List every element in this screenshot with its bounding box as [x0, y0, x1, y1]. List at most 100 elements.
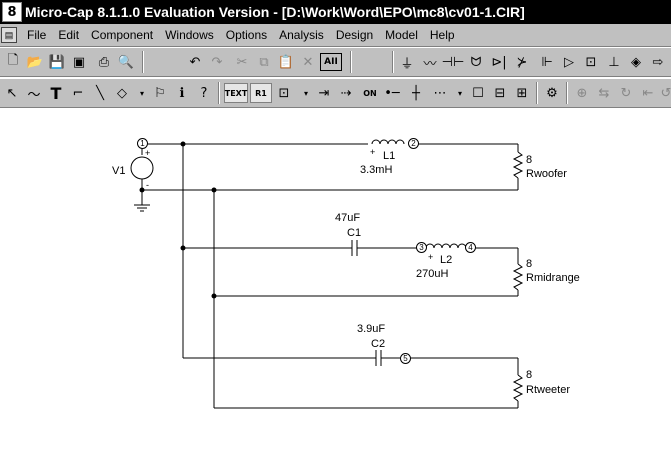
new-file-icon[interactable]: 🗋	[7, 53, 19, 68]
toolbar-separator	[218, 82, 220, 104]
step-forward-icon[interactable]: ↺	[660, 85, 671, 101]
inductor-icon[interactable]: ᗢ	[470, 54, 482, 70]
c2-name[interactable]: C2	[371, 338, 386, 350]
crosshair-icon[interactable]: ┼	[412, 85, 420, 101]
border-icon[interactable]: ☐	[472, 85, 484, 101]
menu-edit[interactable]: Edit	[58, 28, 80, 42]
capacitor-icon[interactable]: ⊣⊢	[441, 54, 465, 70]
l2-value[interactable]: 270uH	[416, 268, 449, 280]
save-all-icon[interactable]: ▣	[72, 54, 86, 70]
opamp-icon[interactable]: ▷	[564, 54, 574, 70]
line-icon[interactable]: ╲	[96, 85, 104, 101]
npn-transistor-icon[interactable]: ⊁	[516, 54, 528, 70]
bezier-wire-icon[interactable]: ⌐	[72, 85, 84, 101]
arrow-icon[interactable]: ⇨	[652, 54, 664, 70]
step-back-icon[interactable]: ⇤	[642, 85, 654, 101]
shapes-dropdown-icon[interactable]: ▾	[139, 88, 144, 98]
wire-mode-icon[interactable]: 〜	[27, 87, 41, 103]
menu-model[interactable]: Model	[385, 28, 418, 42]
rtweeter-value[interactable]: 8	[526, 369, 533, 381]
toolbar-separator	[566, 82, 568, 104]
text-button[interactable]: TEXT	[224, 83, 248, 103]
menu-analysis[interactable]: Analysis	[279, 28, 324, 42]
select-all-icon[interactable]: AII	[320, 53, 342, 71]
tee-icon[interactable]: ⊥	[608, 54, 620, 70]
source-icon[interactable]: ⊡	[585, 54, 597, 70]
toolbar-separator	[350, 51, 352, 73]
grid-icon[interactable]: ⇥	[318, 85, 330, 101]
rwoofer-value[interactable]: 8	[526, 154, 533, 166]
menu-file[interactable]: File	[27, 28, 47, 42]
text-mode-icon[interactable]: T	[50, 83, 62, 103]
toolbar-separator	[392, 51, 394, 73]
properties-icon[interactable]: ⚙	[546, 85, 558, 101]
c1-name[interactable]: C1	[347, 227, 362, 239]
help-mode-icon[interactable]: ?	[200, 85, 208, 101]
title-bar: 8 Micro-Cap 8.1.1.0 Evaluation Version -…	[0, 0, 671, 24]
rubberband-icon[interactable]: ⇢	[340, 85, 352, 101]
document-icon[interactable]: ▤	[1, 27, 17, 43]
save-icon[interactable]: 💾	[48, 54, 66, 70]
app-icon[interactable]: 8	[2, 2, 22, 22]
print-icon[interactable]: ⎙	[98, 54, 110, 70]
page-layout-icon[interactable]: ⊞	[516, 85, 528, 101]
l1-name[interactable]: L1	[383, 150, 396, 162]
pin-dropdown-icon[interactable]: ▾	[303, 88, 308, 98]
node-names-button[interactable]: R1	[250, 83, 272, 103]
toolbar-separator	[536, 82, 538, 104]
c1-value[interactable]: 47uF	[335, 212, 361, 224]
node-marker: 1	[137, 138, 148, 149]
toolbar-separator	[142, 51, 144, 73]
menu-help[interactable]: Help	[429, 28, 455, 42]
node-marker: 5	[400, 353, 411, 364]
main-toolbar: 🗋 📂 💾 ▣ ⎙ 🔍 ↶ ↷ ✂ ⧉ 📋 ✕ AII ⏚ 〰 ⊣⊢ ᗢ ⊳| …	[0, 47, 671, 77]
grid-dropdown-icon[interactable]: ▾	[457, 88, 462, 98]
pin-button[interactable]: ON	[363, 88, 377, 98]
window-title: Micro-Cap 8.1.1.0 Evaluation Version - […	[25, 4, 525, 20]
l1-value[interactable]: 3.3mH	[360, 164, 393, 176]
pin-connections-icon[interactable]: ⊡	[278, 85, 290, 101]
rmidrange-name[interactable]: Rmidrange	[526, 272, 580, 284]
redo-icon[interactable]: ↷	[211, 54, 223, 70]
v1-minus-sign: -	[146, 180, 149, 190]
copy-icon[interactable]: ⧉	[259, 54, 269, 70]
undo-icon[interactable]: ↶	[189, 54, 201, 70]
menu-design[interactable]: Design	[335, 28, 374, 42]
delete-icon[interactable]: ✕	[302, 54, 314, 70]
rtweeter-name[interactable]: Rtweeter	[526, 384, 571, 396]
menu-component[interactable]: Component	[91, 28, 154, 42]
rotate-icon[interactable]: ↻	[620, 85, 632, 101]
title-block-icon[interactable]: ⊟	[494, 85, 506, 101]
node-marker: 3	[416, 242, 427, 253]
shapes-icon[interactable]: ◇	[117, 85, 127, 101]
node-icon[interactable]: ◈	[631, 54, 641, 70]
c2-value[interactable]: 3.9uF	[357, 323, 386, 335]
schematic-wires	[130, 139, 524, 409]
dot-grid-icon[interactable]: ⋯	[433, 85, 447, 101]
node-numbers-icon[interactable]: •─	[384, 85, 400, 101]
flag-icon[interactable]: ⚐	[154, 85, 166, 101]
paste-icon[interactable]: 📋	[277, 54, 295, 70]
select-mode-icon[interactable]: ↖	[6, 85, 18, 101]
rwoofer-name[interactable]: Rwoofer	[526, 168, 567, 180]
ground-icon[interactable]: ⏚	[400, 56, 414, 72]
flip-icon[interactable]: ⊕	[576, 85, 588, 101]
mirror-icon[interactable]: ⇆	[598, 85, 610, 101]
rmidrange-value[interactable]: 8	[526, 258, 533, 270]
cut-icon[interactable]: ✂	[236, 54, 248, 70]
schematic-canvas[interactable]: 1 2 3 4 5 V1 + - + L1 3.3mH 8 Rwoofer 47…	[0, 109, 671, 470]
v1-name[interactable]: V1	[112, 165, 126, 177]
print-preview-icon[interactable]: 🔍	[117, 54, 135, 70]
menu-windows[interactable]: Windows	[165, 28, 214, 42]
open-folder-icon[interactable]: 📂	[26, 54, 44, 70]
l2-plus-sign: +	[428, 252, 434, 262]
resistor-icon[interactable]: 〰	[423, 56, 437, 72]
menu-options[interactable]: Options	[225, 28, 268, 42]
battery-icon[interactable]: ⊩	[541, 54, 553, 70]
menu-bar: ▤ File Edit Component Windows Options An…	[0, 24, 671, 47]
info-icon[interactable]: ℹ	[179, 85, 185, 101]
v1-plus-sign: +	[145, 148, 151, 158]
l2-name[interactable]: L2	[440, 254, 453, 266]
l1-plus-sign: +	[370, 147, 376, 157]
diode-icon[interactable]: ⊳|	[491, 54, 507, 70]
